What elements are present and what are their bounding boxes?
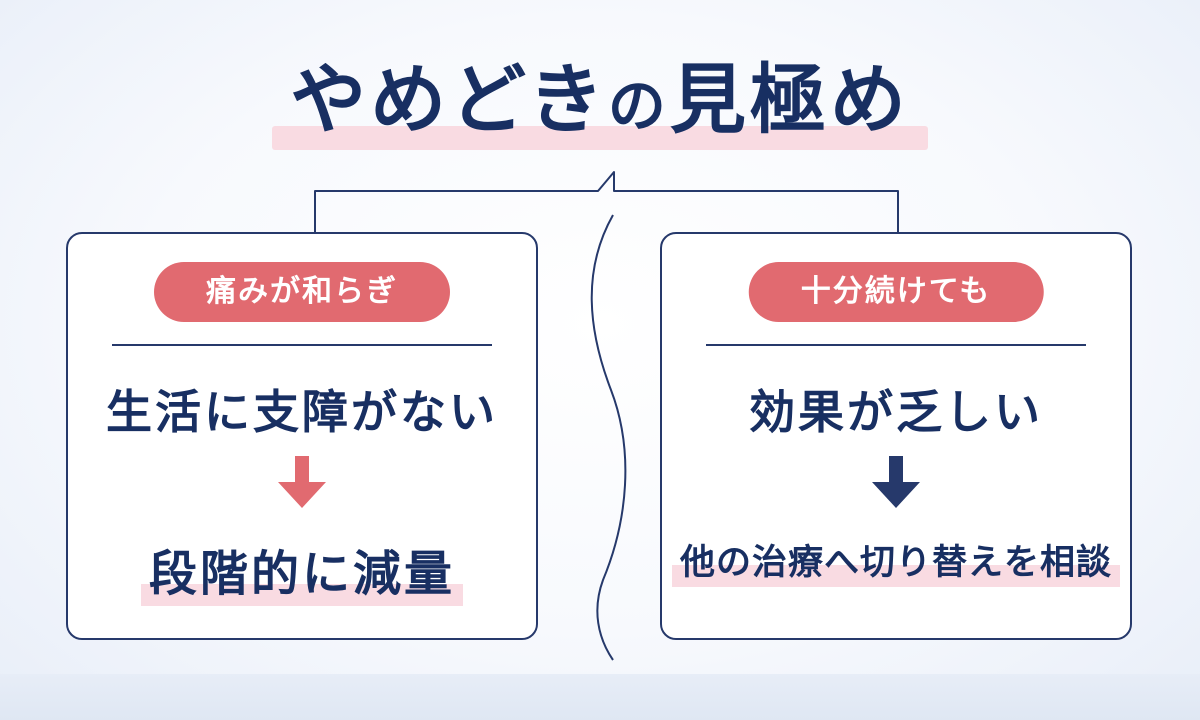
- right-condition: 効果が乏しい: [749, 385, 1043, 439]
- left-divider: [112, 344, 492, 346]
- left-action-wrap: 段階的に減量: [68, 534, 536, 606]
- down-arrow-icon: [278, 456, 326, 508]
- left-panel: 痛みが和らぎ 生活に支障がない 段階的に減量: [66, 232, 538, 640]
- left-condition: 生活に支障がない: [106, 385, 498, 439]
- right-panel: 十分続けても 効果が乏しい 他の治療へ切り替えを相談: [660, 232, 1132, 640]
- right-divider: [706, 344, 1086, 346]
- right-action-wrap: 他の治療へ切り替えを相談: [662, 534, 1130, 587]
- title-main: やめどき: [290, 55, 608, 144]
- down-arrow-icon: [872, 456, 920, 508]
- page-title: やめどきの見極め: [272, 52, 928, 154]
- left-action: 段階的に減量: [140, 534, 463, 606]
- left-pill-label: 痛みが和らぎ: [154, 262, 450, 322]
- title-particle: の: [607, 72, 670, 140]
- right-action-highlight: [671, 565, 1120, 587]
- right-action-text: 他の治療へ切り替えを相談: [679, 543, 1112, 583]
- bottom-band: [0, 674, 1200, 720]
- right-action: 他の治療へ切り替えを相談: [671, 534, 1120, 587]
- left-action-highlight: [140, 584, 463, 606]
- right-pill-label: 十分続けても: [748, 262, 1044, 322]
- left-action-text: 段階的に減量: [148, 546, 455, 602]
- title-tail: 見極め: [669, 55, 910, 144]
- title-wrap: やめどきの見極め: [0, 52, 1200, 154]
